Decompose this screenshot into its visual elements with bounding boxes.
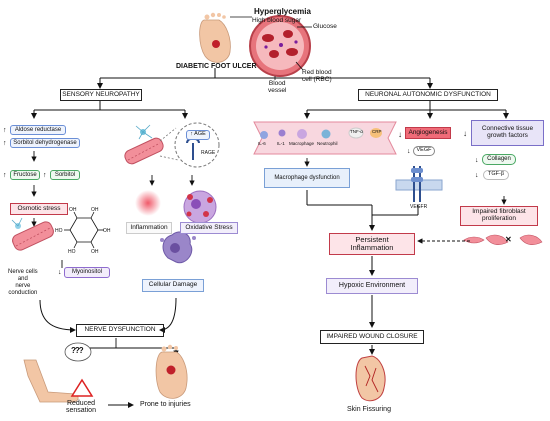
vegfr-label: VEGFR (410, 204, 428, 210)
neuron-icon (124, 124, 164, 165)
cell-label-crp: CRP (372, 129, 382, 134)
ulcer-foot-icon (155, 344, 188, 399)
cell-label-tnf: TNF-α (350, 129, 363, 134)
rbc-label: Red blood cell (RBC) (302, 69, 332, 83)
sorbitol-dehydrogenase-box: Sorbitol dehydrogenase (10, 138, 80, 148)
cell-label-macrophage: Macrophage (289, 141, 315, 146)
rage-label: RAGE (201, 150, 216, 156)
impaired-wound-closure-box: IMPAIRED WOUND CLOSURE (320, 330, 424, 344)
collagen-box: Collagen (482, 154, 516, 165)
hypoxic-environment-box: Hypoxic Environment (326, 278, 418, 294)
myoinositol-box: Myoinositol (64, 267, 110, 278)
skin-fissuring-label: Skin Fissuring (347, 406, 391, 413)
blood-vessel-label: Blood vessel (268, 80, 287, 94)
blood-vessel-icon (249, 15, 311, 77)
svg-text:OH: OH (91, 207, 99, 213)
macrophage-dysfunction-box: Macrophage dysfunction (264, 168, 350, 188)
cellular-damage-icon (160, 231, 196, 264)
sensory-neuropathy-box: SENSORY NEUROPATHY (60, 89, 142, 101)
sorbitol-box: Sorbitol (50, 170, 80, 180)
inflammation-glow-icon (135, 190, 161, 216)
warning-icon (70, 378, 94, 397)
svg-text:OH: OH (91, 249, 99, 255)
age-box: ↑ AGE (186, 130, 210, 140)
fructose-box: Fructose (10, 170, 40, 180)
cell-label-neutrophil: Neutrophil (317, 141, 338, 146)
question-bubble-icon (64, 342, 92, 362)
svg-text:HO: HO (55, 228, 63, 234)
impaired-fibroblast-box: Impaired fibroblast proliferation (460, 206, 538, 226)
nerve-cells-label: Nerve cells and nerve conduction (8, 269, 38, 296)
oxidative-stress-cell-icon (183, 190, 217, 224)
nerve-fiber-icon (11, 217, 54, 251)
question-mark-label: ??? (71, 346, 84, 355)
high-blood-sugar-label: High blood sugar (252, 17, 302, 24)
cellular-damage-box: Cellular Damage (142, 279, 204, 292)
autonomic-dysfunction-box: NEURONAL AUTONOMIC DYSFUNCTION (358, 89, 498, 101)
ctgf-box: Connective tissue growth factors (471, 120, 544, 146)
cell-label-il1: IL-1 (277, 141, 285, 146)
inflammation-box: Inflammation (126, 222, 172, 234)
vegfr-receptor-icon (395, 166, 443, 202)
oxidative-stress-box: Oxidative Stress (180, 222, 238, 234)
myoinositol-molecule-icon (64, 211, 104, 249)
leg-icon (23, 359, 79, 403)
skin-fissuring-foot-icon (355, 355, 386, 402)
prone-to-injuries-label: Prone to injuries (140, 401, 191, 408)
foot-top-icon (199, 12, 231, 63)
vessel-strip-icon (253, 121, 397, 155)
svg-text:HO: HO (68, 249, 76, 255)
glucose-label: Glucose (313, 23, 337, 30)
cell-label-il6: IL-6 (258, 141, 266, 146)
nerve-dysfunction-box: NERVE DYSFUNCTION (76, 324, 164, 337)
reduced-sensation-text: Reduced sensation (66, 400, 96, 415)
page-title: DIABETIC FOOT ULCER (176, 63, 257, 70)
block-x-mark: ✕ (505, 235, 512, 244)
osmotic-stress-box: Osmotic stress (10, 203, 68, 215)
fibroblast-icon (463, 234, 543, 245)
hyperglycemia-label: Hyperglycemia (254, 7, 311, 16)
svg-text:OH: OH (69, 207, 77, 213)
tgf-beta-box: TGF-β (483, 170, 509, 180)
angiogenesis-box: Angiogenesis (405, 127, 451, 139)
svg-text:OH: OH (103, 228, 111, 234)
aldose-reductase-box: Aldose reductase (10, 125, 66, 135)
vegf-box: VEGF (413, 146, 435, 156)
persistent-inflammation-box: Persistent Inflammation (329, 233, 415, 255)
